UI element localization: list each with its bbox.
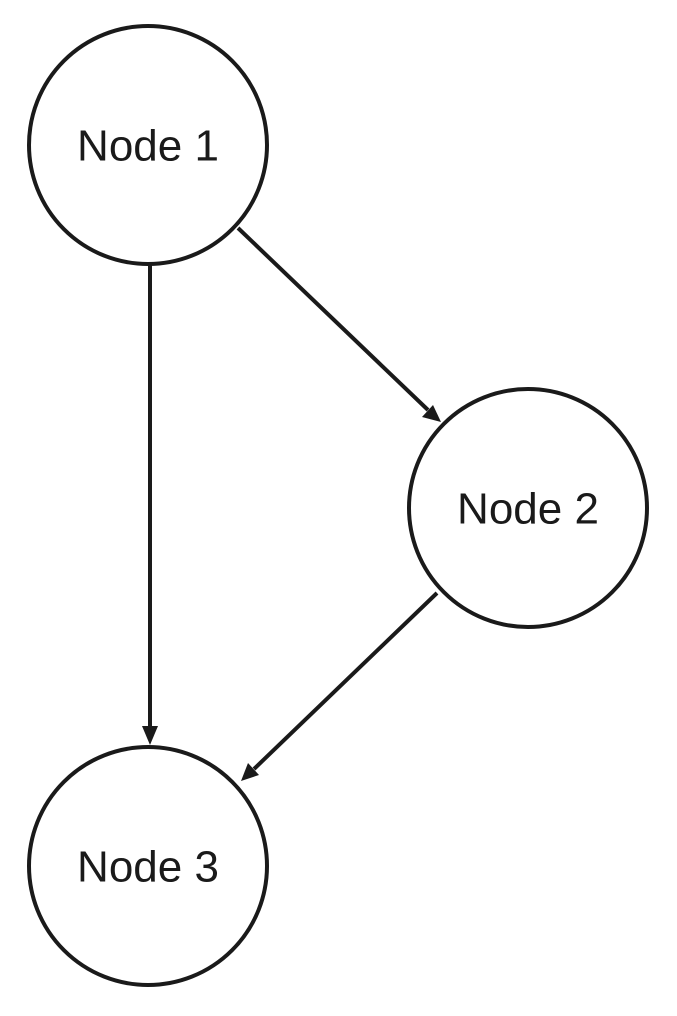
- arrowhead-icon: [241, 763, 259, 781]
- edge-node-1-to-node-3: [142, 262, 158, 745]
- arrowhead-icon: [422, 405, 441, 422]
- node-3-label: Node 3: [77, 843, 219, 892]
- node-1[interactable]: Node 1: [27, 24, 269, 266]
- node-3[interactable]: Node 3: [27, 745, 269, 987]
- arrowhead-icon: [142, 726, 158, 745]
- node-2[interactable]: Node 2: [407, 387, 649, 629]
- node-1-label: Node 1: [77, 122, 219, 171]
- edge-node-2-to-node-3: [241, 591, 439, 781]
- node-2-label: Node 2: [457, 485, 599, 534]
- edge-node-1-to-node-2: [236, 226, 441, 422]
